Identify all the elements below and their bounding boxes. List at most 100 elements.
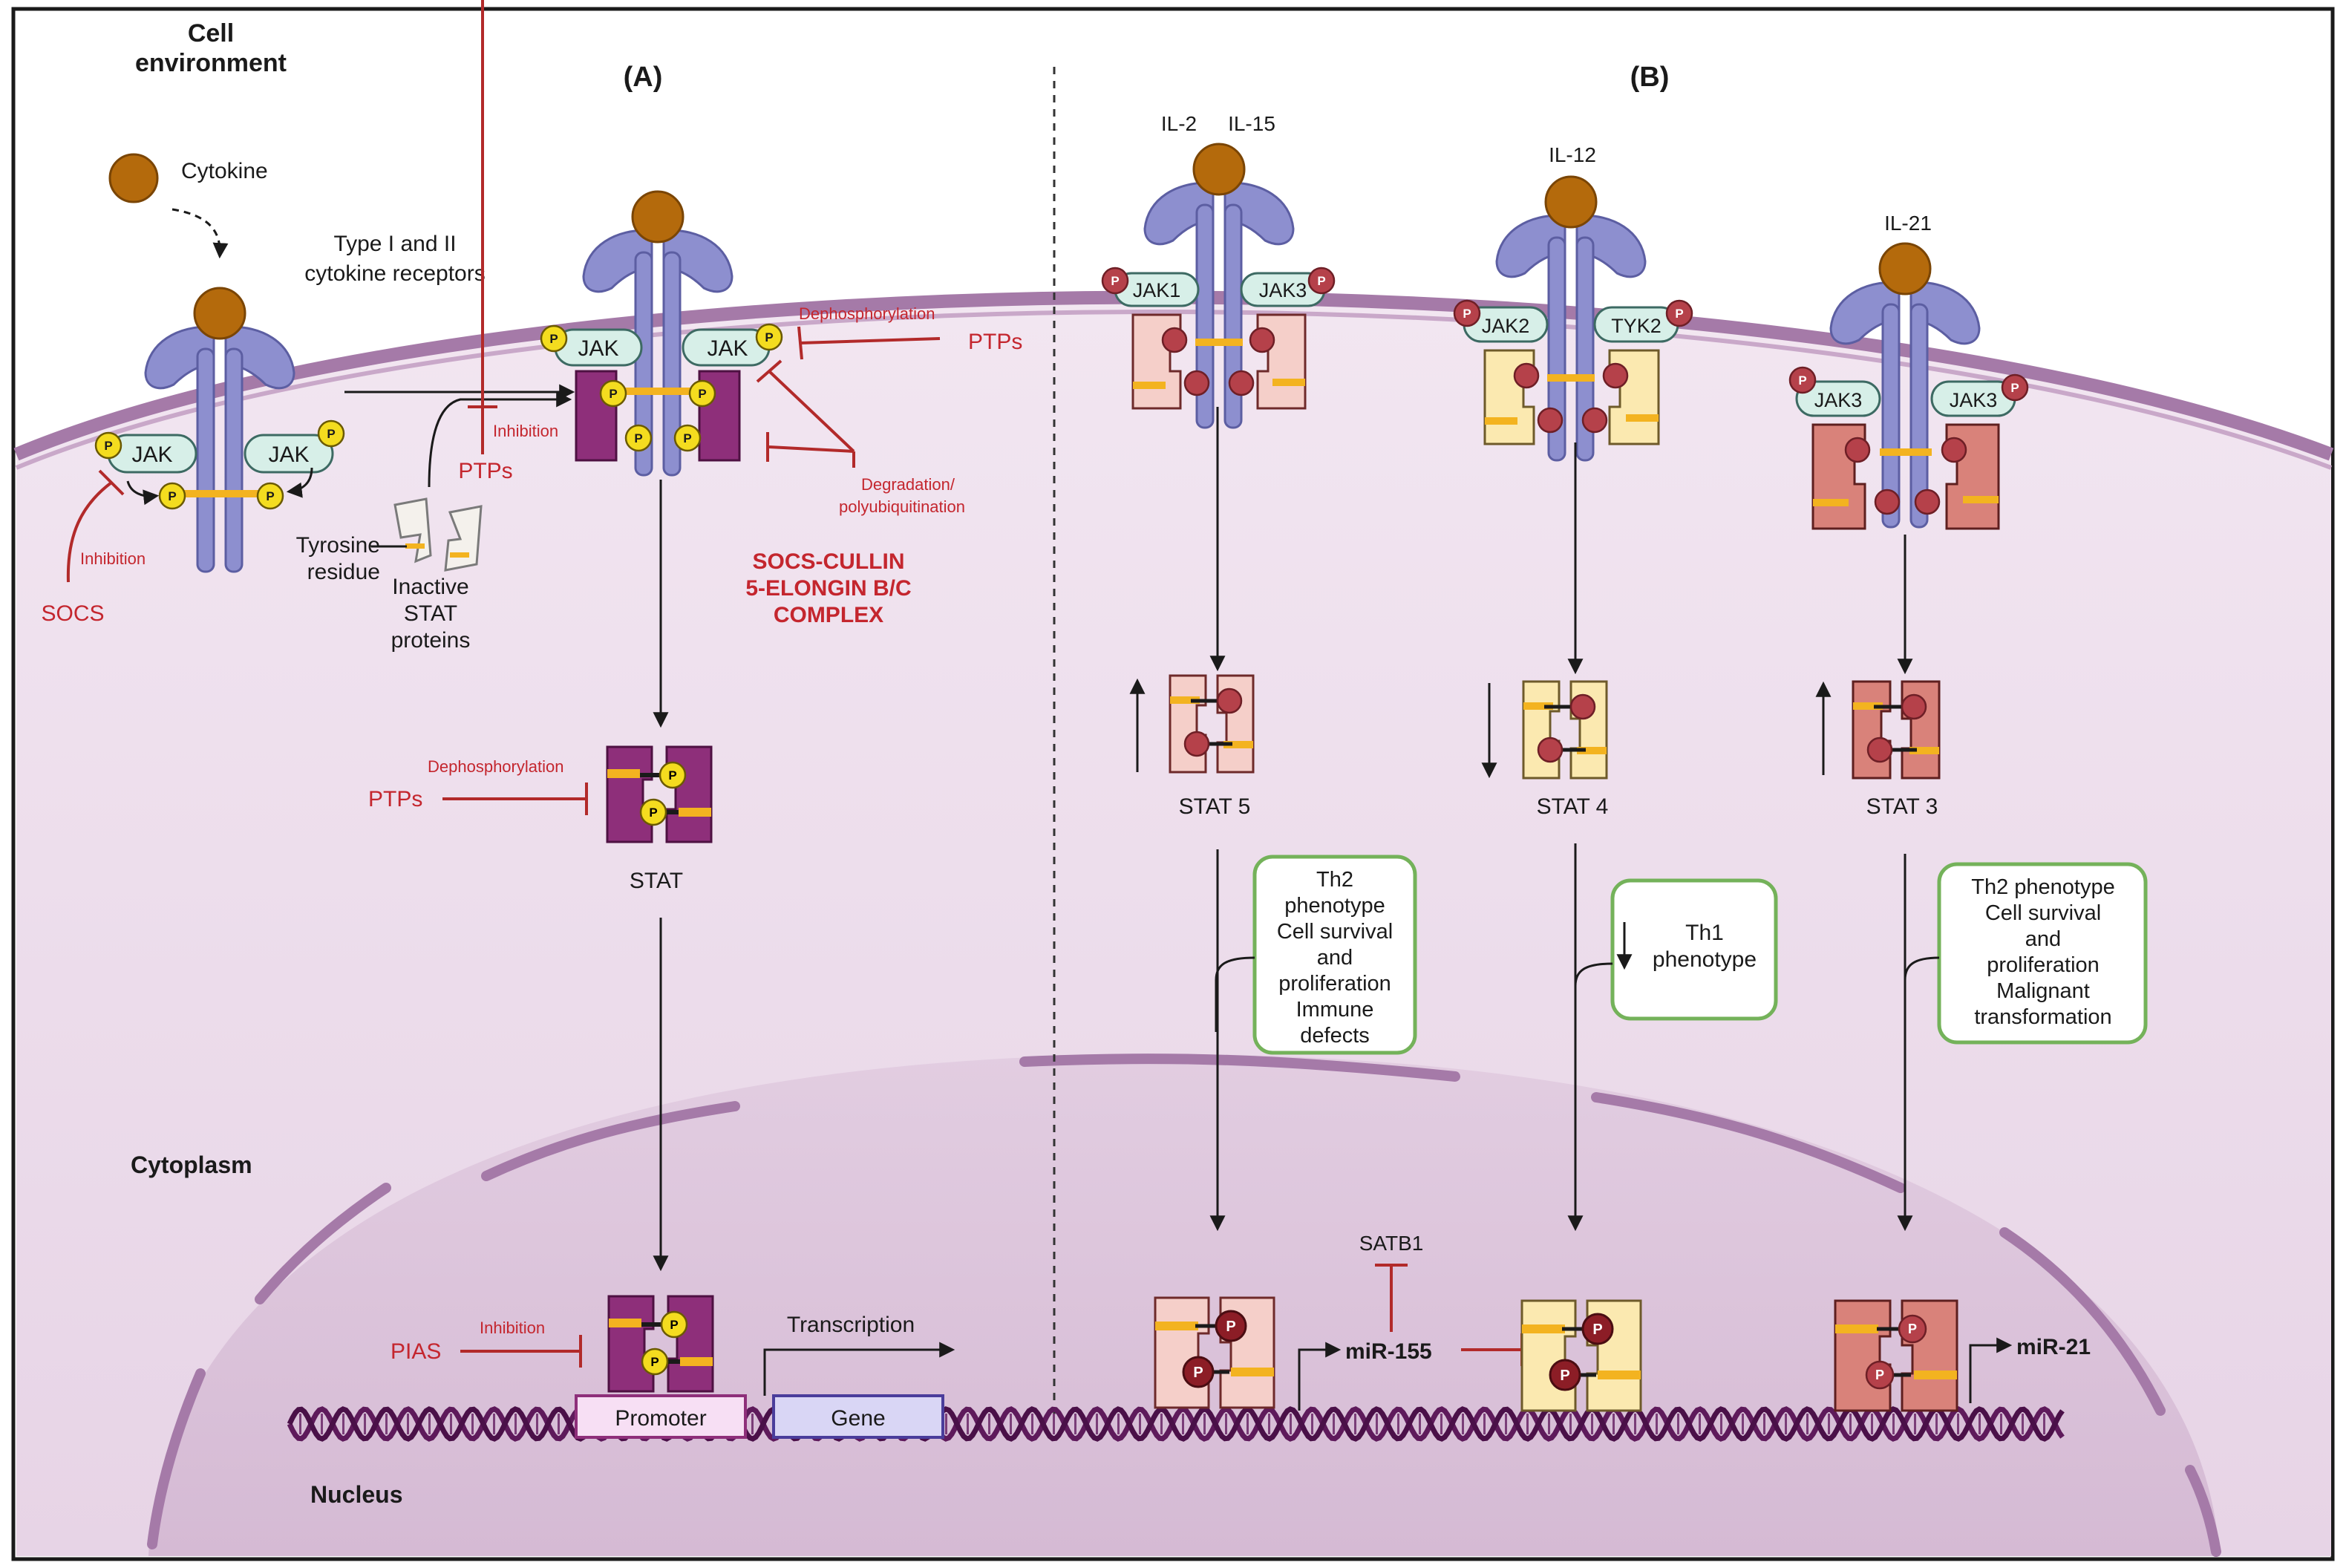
- ptps-label-1: PTPs: [458, 459, 512, 483]
- pias-label: PIAS: [391, 1339, 441, 1364]
- svg-text:P: P: [168, 489, 176, 503]
- svg-text:P: P: [1875, 1368, 1884, 1382]
- stat5-dimer: [1169, 674, 1255, 774]
- box3-line-4: Malignant: [1996, 979, 2090, 1003]
- svg-text:P: P: [765, 330, 773, 344]
- dephosphorylation-label-2: Dephosphorylation: [428, 757, 563, 776]
- il21-label: IL-21: [1884, 212, 1932, 235]
- svg-text:P: P: [609, 387, 617, 401]
- cell-environment-label: Cell: [188, 19, 234, 48]
- complex-label-2: 5-ELONGIN B/C: [745, 576, 911, 601]
- ptps-label-2: PTPs: [968, 330, 1022, 354]
- degradation-label-2: polyubiquitination: [839, 497, 965, 516]
- cytoplasm-label: Cytoplasm: [131, 1152, 252, 1178]
- panel-a-label: (A): [624, 62, 663, 93]
- promoter-box: [575, 1394, 747, 1439]
- box1-line-1: phenotype: [1284, 894, 1385, 918]
- stat5-phenotype-box: [1252, 855, 1417, 1055]
- stat-label: STAT: [630, 869, 683, 893]
- inactive-stat-label-2: STAT: [404, 601, 457, 626]
- svg-text:JAK3: JAK3: [1950, 389, 1998, 411]
- receptor-label-2: cytokine receptors: [304, 261, 485, 286]
- box1-line-3: and: [1317, 946, 1353, 970]
- svg-text:P: P: [683, 431, 691, 445]
- complex-label-3: COMPLEX: [774, 603, 883, 627]
- svg-text:P: P: [327, 427, 335, 441]
- cytokine-icon: [108, 153, 159, 203]
- svg-text:JAK2: JAK2: [1482, 315, 1530, 337]
- dephosphorylation-label-1: Dephosphorylation: [799, 304, 935, 323]
- svg-text:JAK1: JAK1: [1133, 279, 1181, 301]
- svg-text:JAK: JAK: [707, 336, 748, 361]
- box2-line-1: phenotype: [1653, 947, 1757, 972]
- box1-line-4: proliferation: [1278, 972, 1391, 996]
- ptps-label-3: PTPs: [368, 787, 422, 811]
- svg-text:TYK2: TYK2: [1611, 315, 1662, 337]
- box3-line-3: proliferation: [1987, 953, 2100, 977]
- box1-line-6: defects: [1300, 1024, 1370, 1048]
- svg-text:P: P: [1560, 1368, 1569, 1384]
- svg-text:JAK: JAK: [578, 336, 618, 361]
- stat4-phenotype-box: [1610, 878, 1778, 1021]
- svg-text:P: P: [634, 431, 642, 445]
- complex-label-1: SOCS-CULLIN: [753, 549, 905, 574]
- tyrosine-label-1: Tyrosine: [296, 533, 380, 558]
- stat4-dimer-nucleus: P P: [1520, 1299, 1642, 1412]
- panel-b-label: (B): [1630, 62, 1670, 93]
- svg-text:P: P: [266, 489, 274, 503]
- svg-text:JAK: JAK: [131, 442, 172, 467]
- promoter-label: Promoter: [615, 1406, 706, 1431]
- box2-line-0: Th1: [1685, 921, 1724, 945]
- satb1-label: SATB1: [1359, 1232, 1424, 1255]
- gene-box: [772, 1394, 944, 1439]
- jak-right: [244, 434, 334, 474]
- box1-line-0: Th2: [1316, 868, 1353, 892]
- svg-text:P: P: [1908, 1322, 1917, 1336]
- tyrosine-label-2: residue: [307, 560, 380, 584]
- mir21-label: miR-21: [2016, 1335, 2091, 1359]
- svg-text:P: P: [1798, 373, 1806, 388]
- il12-label: IL-12: [1549, 143, 1596, 166]
- stat5-dimer-nucleus: P P: [1154, 1296, 1275, 1409]
- stat5-receptor-dimer: [1131, 313, 1307, 410]
- box1-line-2: Cell survival: [1277, 920, 1393, 944]
- svg-text:P: P: [104, 439, 112, 453]
- inactive-stat-label-3: proteins: [391, 628, 471, 653]
- svg-text:JAK3: JAK3: [1259, 279, 1307, 301]
- nucleus-label: Nucleus: [310, 1481, 402, 1508]
- stat3-dimer-nucleus: P P: [1834, 1299, 1958, 1412]
- stat4-receptor-dimer: [1483, 349, 1660, 445]
- stat5-label: STAT 5: [1179, 794, 1251, 819]
- svg-text:P: P: [549, 332, 558, 346]
- receptor-label-1: Type I and II: [333, 232, 456, 256]
- gene-label: Gene: [831, 1406, 885, 1431]
- svg-text:JAK3: JAK3: [1814, 389, 1863, 411]
- box3-line-0: Th2 phenotype: [1971, 875, 2114, 899]
- svg-text:JAK: JAK: [268, 442, 309, 467]
- svg-text:P: P: [698, 387, 706, 401]
- jak3-pill-2: [1795, 380, 1881, 417]
- pias-inhibition-label: Inhibition: [480, 1319, 545, 1337]
- il2-label: IL-2: [1161, 112, 1197, 135]
- svg-text:P: P: [1592, 1322, 1602, 1338]
- stat3-dimer: [1852, 680, 1941, 780]
- cell-environment-label-2: environment: [135, 49, 287, 77]
- svg-text:P: P: [1317, 274, 1325, 288]
- box1-line-5: Immune: [1296, 998, 1374, 1022]
- stat4-dimer: [1522, 680, 1608, 780]
- box3-line-2: and: [2025, 927, 2061, 951]
- box3-line-1: Cell survival: [1985, 901, 2101, 925]
- svg-text:P: P: [2010, 381, 2019, 395]
- ptps-inhibition-label: Inhibition: [493, 422, 558, 440]
- stat3-label: STAT 3: [1866, 794, 1938, 819]
- socs-inhibition-label: Inhibition: [80, 549, 146, 568]
- svg-text:P: P: [1226, 1319, 1235, 1335]
- transcription-label: Transcription: [787, 1313, 915, 1337]
- svg-text:P: P: [1193, 1365, 1203, 1381]
- stat4-label: STAT 4: [1537, 794, 1609, 819]
- svg-text:P: P: [1675, 307, 1683, 321]
